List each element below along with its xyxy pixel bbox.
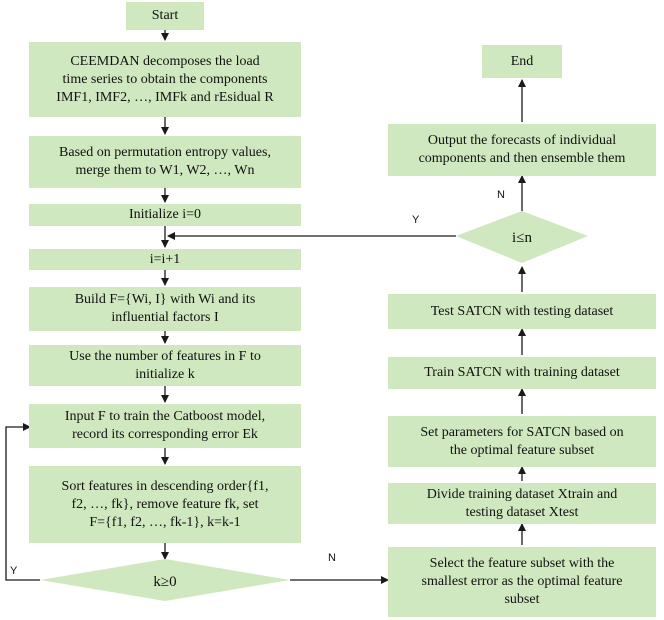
catboost-box: Input F to train the Catboost model, rec… <box>29 404 301 448</box>
select-box: Select the feature subset with the small… <box>388 547 656 617</box>
test-text: Test SATCN with testing dataset <box>430 303 614 319</box>
set-params-box: Set parameters for SATCN based on the op… <box>388 416 656 467</box>
decision-k-diamond <box>40 559 290 601</box>
build-f-text: Build F={Wi, I} with Wi and its influent… <box>74 292 256 325</box>
start-box: Start <box>126 2 204 30</box>
init-i-text: Initialize i=0 <box>128 207 202 222</box>
build-f-box: Build F={Wi, I} with Wi and its influent… <box>29 287 301 331</box>
decision-i-label: i≤n <box>512 230 532 246</box>
end-box: End <box>482 45 562 78</box>
merge-box: Based on permutation entropy values, mer… <box>29 136 301 188</box>
inc-i-box: i=i+1 <box>29 249 301 270</box>
divide-box: Divide training dataset Xtrain and testi… <box>388 483 656 524</box>
label-n-bottom: N <box>328 552 336 564</box>
init-k-text: Use the number of features in F to initi… <box>69 348 261 382</box>
merge-text: Based on permutation entropy values, mer… <box>59 145 271 178</box>
label-n-right: N <box>497 189 505 201</box>
select-text: Select the feature subset with the small… <box>421 556 623 607</box>
catboost-text: Input F to train the Catboost model, rec… <box>64 409 266 442</box>
label-y-left: Y <box>10 565 18 577</box>
decision-k-label: k≥0 <box>153 574 176 590</box>
output-text: Output the forecasts of individual compo… <box>418 133 626 166</box>
start-text: Start <box>151 8 179 23</box>
ceemdan-text: CEEMDAN decomposes the load time series … <box>56 53 274 105</box>
sort-text: Sort features in descending order{f1, f2… <box>61 478 269 530</box>
train-text: Train SATCN with training dataset <box>424 365 620 380</box>
output-box: Output the forecasts of individual compo… <box>388 124 656 176</box>
arrow-decision-k-yes-loop <box>5 423 40 581</box>
init-i-box: Initialize i=0 <box>29 204 301 226</box>
inc-i-text: i=i+1 <box>149 251 181 267</box>
divide-text: Divide training dataset Xtrain and testi… <box>426 486 618 520</box>
end-text: End <box>510 53 534 69</box>
test-box: Test SATCN with testing dataset <box>388 294 656 329</box>
label-y-top: Y <box>412 214 420 226</box>
set-params-text: Set parameters for SATCN based on the op… <box>420 424 624 458</box>
ceemdan-box: CEEMDAN decomposes the load time series … <box>29 42 301 117</box>
train-box: Train SATCN with training dataset <box>388 357 656 389</box>
decision-i-diamond <box>456 211 588 263</box>
init-k-box: Use the number of features in F to initi… <box>29 345 301 386</box>
sort-box: Sort features in descending order{f1, f2… <box>29 466 301 543</box>
